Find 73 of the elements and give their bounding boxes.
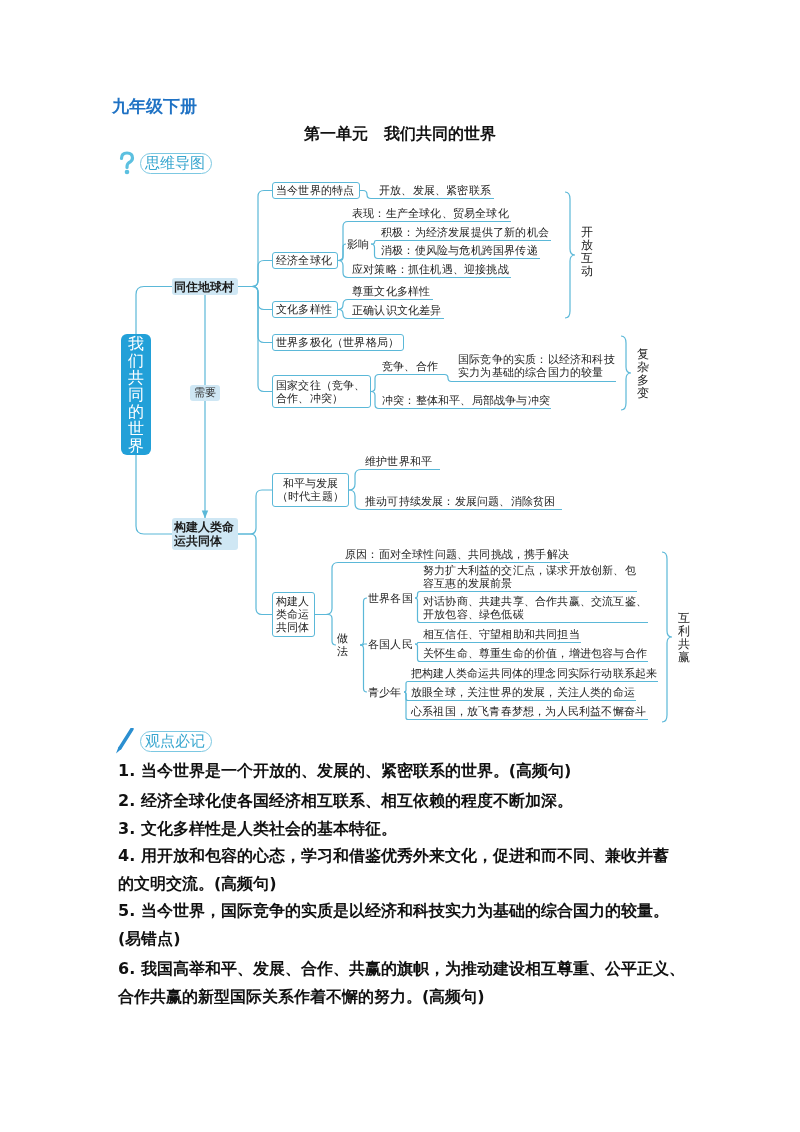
concept-box: 文化多样性	[272, 301, 338, 318]
branch-text: 各国人民	[367, 636, 415, 652]
connector-line	[314, 613, 337, 646]
connector-line	[403, 691, 409, 721]
arrow	[201, 294, 209, 519]
branch-text: 努力扩大利益的交汇点，谋求开放创新、包容互惠的发展前景	[420, 564, 637, 592]
branch-text: 积极：为经济发展提供了新的机会	[378, 225, 551, 241]
connector-line	[348, 489, 363, 511]
branch-text: 国际竞争的实质：以经济和科技实力为基础的综合国力的较量	[455, 352, 616, 382]
connector-line	[359, 643, 368, 646]
concept-box: 世界多极化（世界格局）	[272, 334, 404, 351]
connector-line	[440, 373, 456, 383]
branch-text: 消极：使风险与危机跨国界传递	[378, 243, 540, 259]
connector-line	[414, 643, 421, 663]
brace-label: 互利共赢	[677, 612, 690, 664]
connector-line	[359, 189, 377, 200]
key-point: 2. 经济全球化使各国经济相互联系、相互依赖的程度不断加深。	[118, 790, 573, 812]
concept-box: 国家交往（竞争、合作、冲突）	[272, 375, 371, 408]
connector-line	[135, 285, 173, 335]
branch-text: 推动可持续发展：发展问题、消除贫困	[362, 494, 562, 510]
connector-line	[370, 373, 380, 393]
branch-text: 冲突：整体和平、局部战争与冲突	[379, 393, 551, 409]
branch-text: 青少年	[367, 684, 404, 700]
connector-line	[414, 641, 421, 645]
key-point: 4. 用开放和包容的心态，学习和借鉴优秀外来文化，促进和而不同、兼收并蓄的文明交流。(高频句)	[118, 845, 670, 895]
key-point: 1. 当今世界是一个开放的、发展的、紧密联系的世界。(高频句)	[118, 760, 572, 782]
branch-text: 相互信任、守望相助和共同担当	[420, 627, 581, 643]
concept-box: 和平与发展（时代主题）	[272, 473, 349, 507]
connector-line	[370, 243, 379, 260]
branch-text: 影响	[346, 236, 371, 252]
branch-text: 放眼全球，关注世界的发展，关注人类的命运	[408, 685, 636, 701]
branch-text: 竞争、合作	[379, 359, 441, 375]
concept-box: 构建人类命运共同体	[272, 592, 315, 637]
connector-line	[370, 390, 380, 410]
connector-line	[237, 285, 273, 393]
brace-label: 复杂多变	[636, 348, 649, 400]
topic-box: 同住地球村	[172, 278, 238, 295]
connector-line	[359, 597, 368, 646]
branch-text: 应对策略：抓住机遇、迎接挑战	[349, 262, 511, 278]
concept-box: 当今世界的特点	[272, 182, 360, 199]
branch-text: 尊重文化多样性	[349, 284, 433, 300]
brace-label: 开放互动	[580, 226, 593, 278]
branch-text: 维护世界和平	[362, 454, 440, 470]
key-point: 5. 当今世界，国际竞争的实质是以经济和科技实力为基础的综合国力的较量。(易错点)	[118, 900, 670, 950]
connector-line	[337, 298, 350, 311]
connector-line	[237, 533, 273, 616]
branch-text: 正确认识文化差异	[349, 303, 444, 319]
connector-line	[135, 454, 173, 535]
connector-line	[337, 308, 350, 320]
title: 第一单元 我们共同的世界	[304, 124, 496, 143]
branch-text: 心系祖国，放飞青春梦想，为人民利益不懈奋斗	[408, 704, 648, 720]
branch-text: 开放、发展、紧密联系	[376, 183, 494, 199]
connector-line	[337, 220, 350, 262]
key-point: 6. 我国高举和平、发展、合作、共赢的旗帜，为推动建设相互尊重、公平正义、合作共赢的新型国际关系作着不懈的努力。(高频句)	[118, 958, 686, 1008]
branch-text: 把构建人类命运共同体的理念同实际行动联系起来	[408, 666, 658, 682]
branch-text: 表现：生产全球化、贸易全球化	[349, 206, 511, 222]
connector-line	[337, 259, 350, 279]
topic-box: 构建人类命运共同体	[172, 518, 238, 550]
branch-text: 世界各国	[367, 590, 415, 606]
root-box: 我们共同的世界	[121, 334, 151, 455]
edge-label: 需要	[190, 385, 220, 401]
branch-text: 原因：面对全球性问题、共同挑战，携手解决	[342, 547, 570, 563]
page-header: 九年级下册	[112, 96, 197, 116]
connector-line	[370, 239, 379, 245]
connector-line	[414, 590, 421, 599]
connector-line	[348, 468, 363, 491]
key-point: 3. 文化多样性是人类社会的基本特征。	[118, 818, 397, 840]
branch-text: 关怀生命、尊重生命的价值，增进包容与合作	[420, 646, 648, 662]
connector-line	[403, 680, 409, 693]
concept-box: 经济全球化	[272, 252, 338, 269]
connector-line	[414, 597, 421, 624]
branch-text: 对话协商、共建共享、合作共赢、交流互鉴、开放包容、绿色低碳	[420, 595, 648, 623]
connector-line	[359, 644, 368, 693]
